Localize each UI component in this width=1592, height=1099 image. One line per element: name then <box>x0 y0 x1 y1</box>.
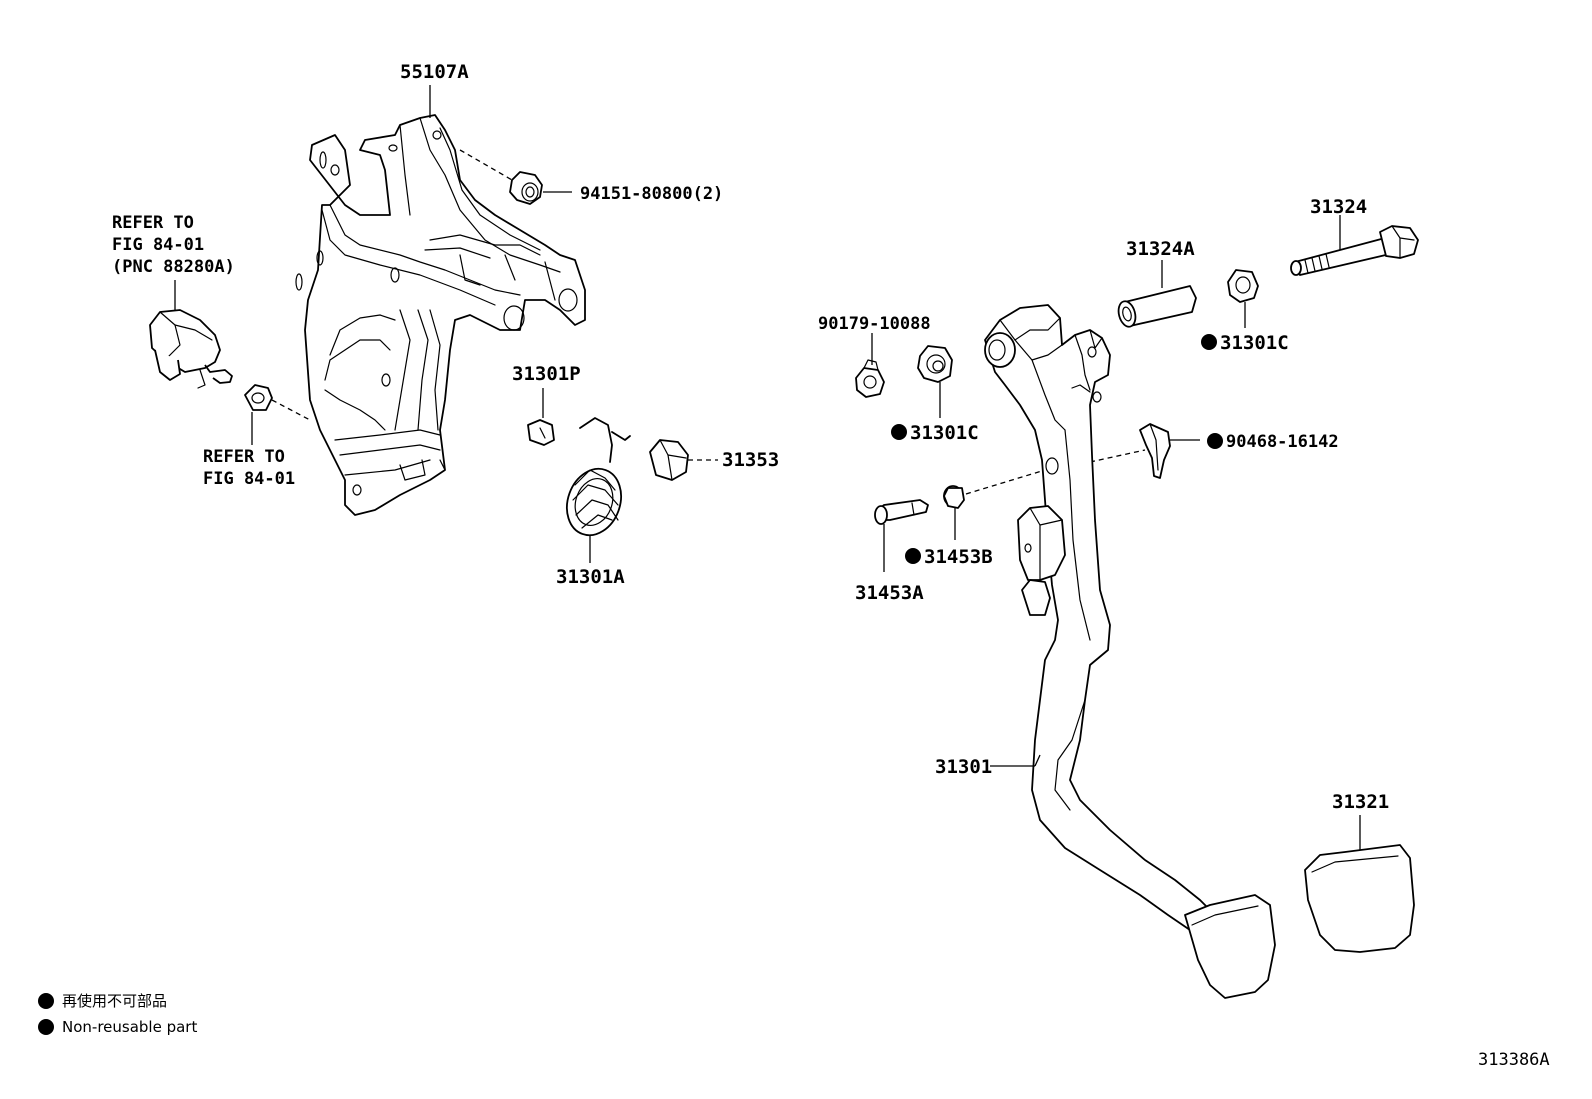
figure-id: 313386A <box>1478 1050 1550 1070</box>
label-pnc-88280a: (PNC 88280A) <box>112 257 235 277</box>
label-31453B: 31453B <box>924 546 993 568</box>
label-31453A: 31453A <box>855 582 924 604</box>
label-90468-16142: 90468-16142 <box>1226 432 1339 452</box>
non-reusable-marker-90468 <box>1207 433 1223 449</box>
legend-text-jp: 再使用不可部品 <box>62 992 167 1010</box>
non-reusable-marker-31301C-a <box>891 424 907 440</box>
dash-90468 <box>1089 449 1146 463</box>
label-31301: 31301 <box>935 756 992 778</box>
label-94151-80800: 94151-80800(2) <box>580 184 723 204</box>
pedal-bracket-55107A <box>295 114 586 516</box>
nut-90179-10088 <box>855 359 885 398</box>
dash-94151 <box>459 149 513 181</box>
label-31301A: 31301A <box>556 566 625 588</box>
legend-text-en: Non-reusable part <box>62 1018 197 1036</box>
stop-lamp-switch <box>149 280 233 389</box>
pedal-arm-31301 <box>984 304 1276 999</box>
legend-marker-jp <box>38 993 54 1009</box>
legend-marker-en <box>38 1019 54 1035</box>
nut-94151-80800 <box>509 171 543 205</box>
bolt-31324 <box>1290 225 1419 276</box>
dash-31453B <box>965 469 1046 495</box>
clevis-pin-31453A <box>874 499 929 525</box>
label-31321: 31321 <box>1332 791 1389 813</box>
bushing-31453B <box>943 485 965 509</box>
label-31301C-a: 31301C <box>910 422 979 444</box>
label-31301C-b: 31301C <box>1220 332 1289 354</box>
clip-31301P <box>527 419 555 446</box>
pedal-pad-31321 <box>1304 844 1415 953</box>
label-31353: 31353 <box>722 449 779 471</box>
clip-90468-16142 <box>1139 423 1171 479</box>
hex-nut-refer <box>244 384 273 411</box>
label-fig-84-01-1: FIG 84-01 <box>112 235 204 255</box>
label-fig-84-01-2: FIG 84-01 <box>203 469 295 489</box>
label-31324: 31324 <box>1310 196 1367 218</box>
dash-refer-nut <box>271 399 311 421</box>
label-31301P: 31301P <box>512 363 581 385</box>
nut-31301C-b <box>1227 269 1259 303</box>
label-31324A: 31324A <box>1126 238 1195 260</box>
label-55107A: 55107A <box>400 61 469 83</box>
cushion-31353 <box>649 439 689 481</box>
non-reusable-marker-31301C-b <box>1201 334 1217 350</box>
label-refer-to-2: REFER TO <box>203 447 285 467</box>
non-reusable-marker-31453B <box>905 548 921 564</box>
label-90179-10088: 90179-10088 <box>818 314 931 334</box>
nut-31301C-a <box>917 345 953 383</box>
label-refer-to-1: REFER TO <box>112 213 194 233</box>
collar-31324A <box>1117 285 1197 328</box>
return-spring-31301A <box>566 417 631 537</box>
